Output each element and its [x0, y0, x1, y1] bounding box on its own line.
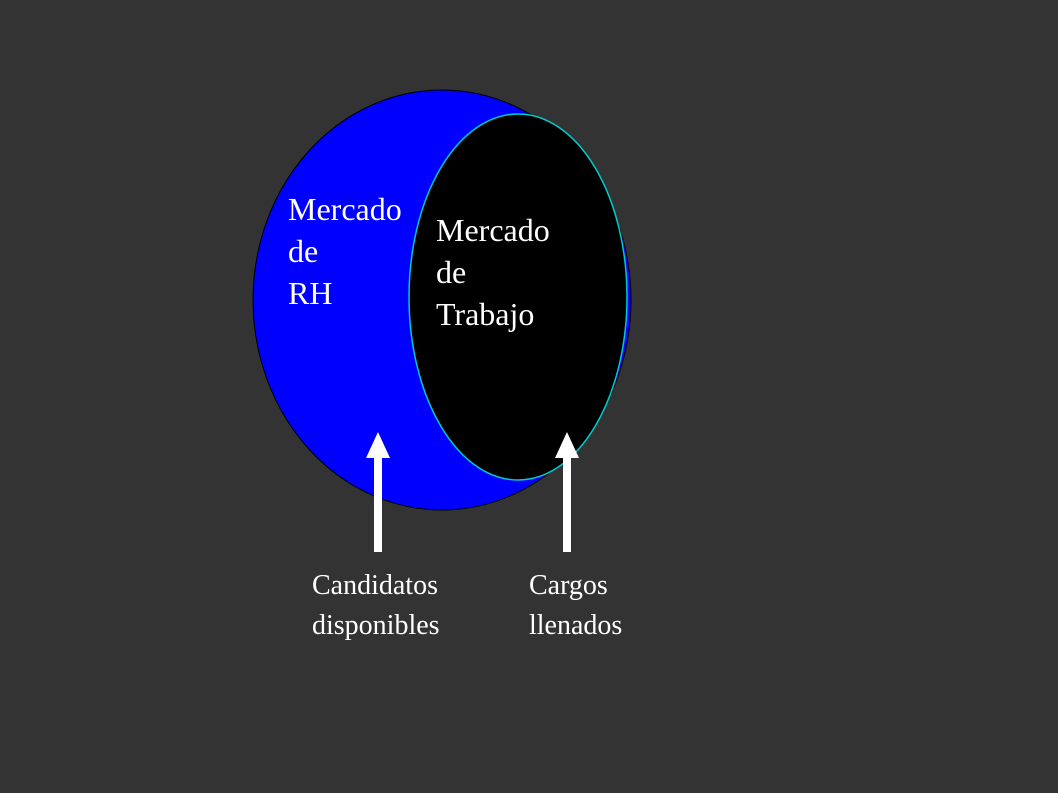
- outer-label-line: de: [288, 233, 319, 269]
- right-arrow-label: Cargos llenados: [529, 566, 622, 646]
- inner-label: Mercado de Trabajo: [436, 209, 550, 335]
- outer-label: Mercado de RH: [288, 188, 402, 314]
- left-arrow-label: Candidatos disponibles: [312, 566, 440, 646]
- inner-label-line: Trabajo: [436, 296, 535, 332]
- right-arrow-label-line: Cargos: [529, 570, 608, 601]
- arrow-candidatos: [366, 432, 390, 552]
- outer-label-line: RH: [288, 275, 333, 311]
- left-arrow-label-line: disponibles: [312, 610, 440, 641]
- inner-label-line: Mercado: [436, 212, 550, 248]
- arrow-cargos: [555, 432, 579, 552]
- outer-label-line: Mercado: [288, 191, 402, 227]
- inner-label-line: de: [436, 254, 467, 290]
- inner-ellipse-mercado-trabajo: [408, 113, 628, 481]
- left-arrow-label-line: Candidatos: [312, 570, 438, 601]
- right-arrow-label-line: llenados: [529, 610, 623, 641]
